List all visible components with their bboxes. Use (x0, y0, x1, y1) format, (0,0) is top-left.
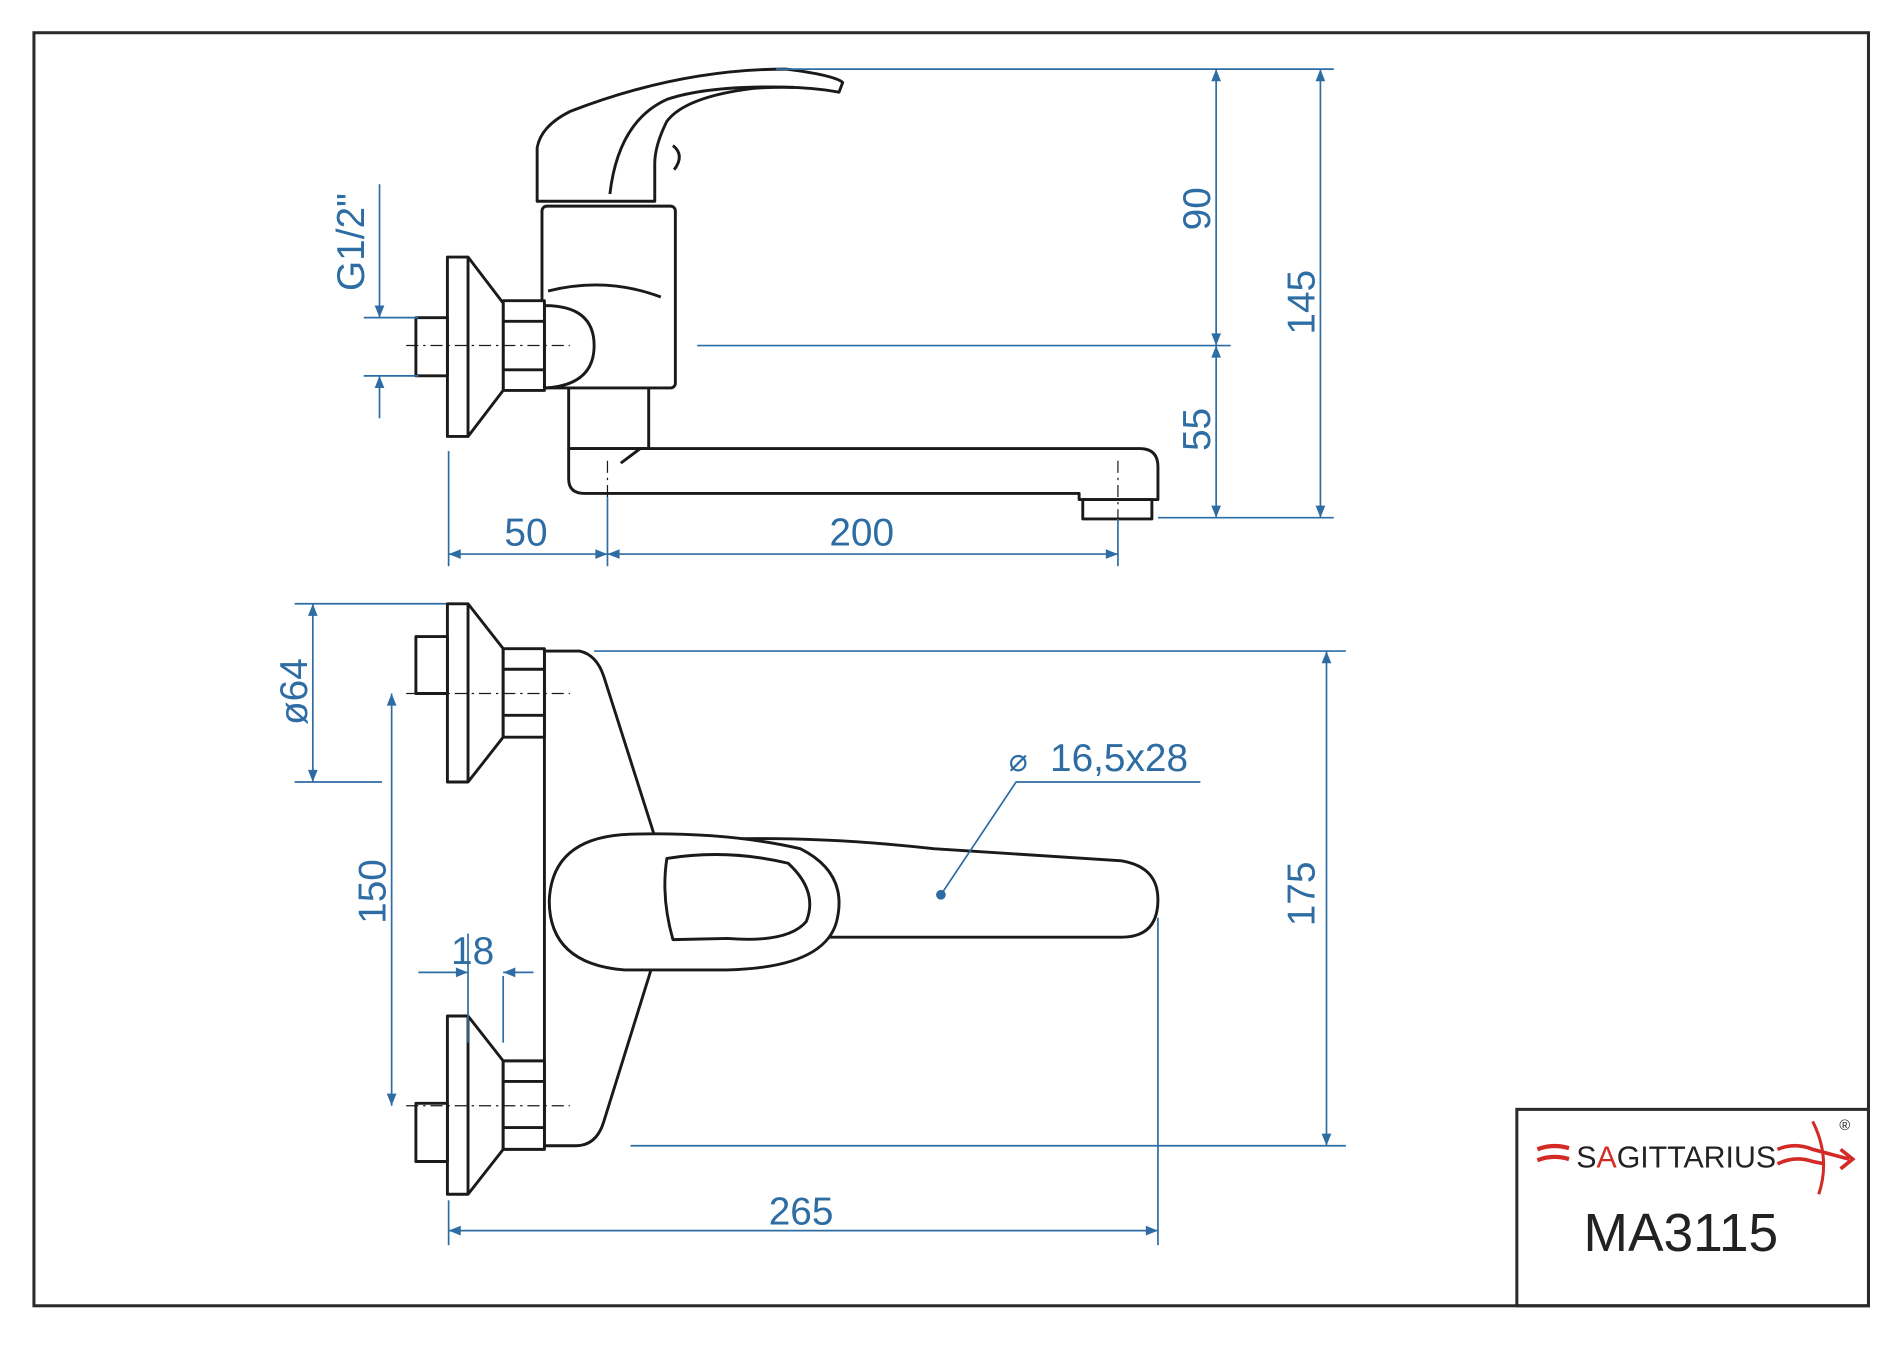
thread-label: G1/2" (330, 193, 373, 291)
handle-top (547, 832, 841, 972)
drawing-frame (32, 31, 1870, 1308)
top-view: ⌀ 16,5x28 ø64 150 18 175 265 (273, 602, 1346, 1246)
sagittarius-logo: SAGITTARIUS ® (1536, 1118, 1856, 1195)
offset-50-label: 50 (504, 512, 547, 555)
length-265-label: 265 (769, 1191, 834, 1234)
height-175-label: 175 (1280, 862, 1323, 927)
lower-inlet (406, 1014, 570, 1196)
height-90-label: 90 (1176, 187, 1219, 230)
height-55-label: 55 (1176, 408, 1219, 451)
model-number: MA3115 (1584, 1204, 1779, 1263)
title-block: SAGITTARIUS ® MA3115 (1515, 1107, 1870, 1308)
escutcheon (445, 255, 505, 438)
spout-collar (567, 386, 651, 451)
lever-handle (535, 67, 845, 203)
handle-cutout (663, 853, 812, 942)
inlet-connector (542, 304, 596, 390)
svg-text:SAGITTARIUS: SAGITTARIUS (1576, 1142, 1776, 1175)
height-145-label: 145 (1280, 270, 1323, 335)
section-symbol: ⌀ (1009, 742, 1028, 778)
spout (567, 447, 1160, 501)
upper-inlet (406, 602, 570, 784)
reach-200-label: 200 (829, 512, 894, 555)
escutcheon-diameter-label: ø64 (273, 658, 316, 725)
spacing-150-label: 150 (352, 859, 395, 924)
svg-text:®: ® (1839, 1118, 1850, 1134)
section-label: 16,5x28 (1050, 737, 1188, 780)
eccentric-18-label: 18 (451, 930, 494, 973)
side-view: G1/2" 90 55 145 50 200 (330, 67, 1334, 567)
inlet-pipe (414, 316, 449, 378)
